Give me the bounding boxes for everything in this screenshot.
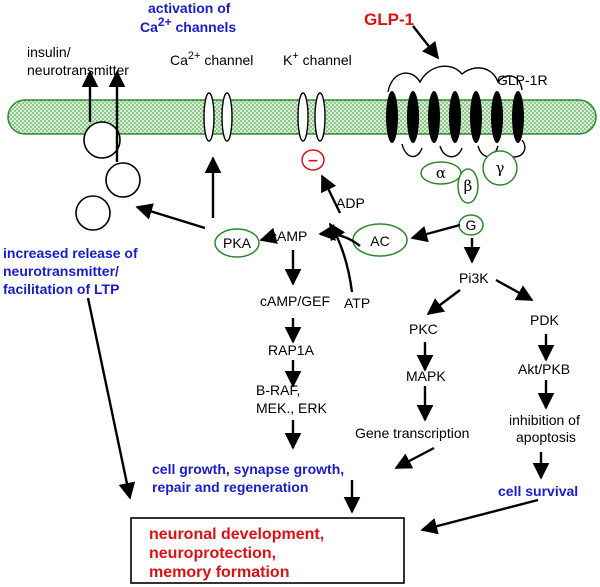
activation-ca-label-line2: Ca2+ channels (140, 15, 236, 35)
g-alpha-label: α (436, 164, 446, 182)
glp1-ligand-label: GLP-1 (364, 10, 414, 29)
inhibition-apoptosis-line2: apoptosis (516, 429, 576, 445)
activation-ca-label-line1: activation of (148, 0, 231, 16)
outcome-box (130, 517, 405, 584)
g-protein-label: G (466, 217, 477, 233)
pka-label: PKA (223, 235, 252, 251)
cell-survival-label: cell survival (498, 483, 578, 499)
vesicle (83, 121, 121, 159)
insulin-label-line2: neurotransmitter (27, 62, 129, 78)
g-gamma-label: γ (496, 159, 505, 177)
pka-node (214, 228, 260, 258)
inhibition-symbol: − (307, 153, 319, 169)
insulin-label-line1: insulin/ (27, 44, 71, 60)
braf-label-line2: MEK., ERK (256, 400, 327, 416)
mapk-label: MAPK (406, 368, 446, 384)
k-channel-label: K+ channel (283, 50, 352, 68)
rap1a-label: RAP1A (268, 342, 315, 358)
braf-label-line1: B-RAF, (256, 382, 300, 398)
increased-release-line1: increased release of (3, 245, 138, 261)
cell-growth-line1: cell growth, synapse growth, (152, 461, 344, 477)
ac-label: AC (370, 233, 389, 249)
increased-release-line2: neurotransmitter/ (3, 263, 119, 279)
inhibition-apoptosis-line1: inhibition of (509, 412, 580, 428)
inhibition-node (301, 149, 325, 171)
potassium-channel (297, 92, 326, 142)
gene-transcription-label: Gene transcription (355, 425, 469, 441)
vesicle (75, 195, 111, 231)
g-beta-label: β (464, 177, 473, 195)
pathway-arrows (81, 25, 555, 535)
pi3k-label: Pi3K (459, 270, 489, 286)
camp-gef-label: cAMP/GEF (260, 293, 330, 309)
vesicle (105, 162, 141, 198)
adp-label: ADP (336, 195, 365, 211)
ca-channel-label: Ca2+ channel (170, 50, 253, 68)
outcome-line3: memory formation (149, 564, 289, 581)
cell-growth-line2: repair and regeneration (152, 479, 308, 495)
glp1-receptor-label: GLP-1R (497, 72, 548, 88)
akt-pkb-label: Akt/PKB (518, 361, 570, 377)
outcome-line2: neuroprotection, (149, 545, 276, 562)
pkc-label: PKC (409, 321, 438, 337)
outcome-line1: neuronal development, (149, 526, 324, 543)
g-gamma-subunit (482, 150, 518, 186)
pdk-label: PDK (530, 312, 559, 328)
increased-release-line3: facilitation of LTP (3, 281, 119, 297)
calcium-channel (203, 92, 233, 142)
glp1-receptor (386, 65, 526, 158)
camp-label: cAMP (270, 228, 307, 244)
atp-label: ATP (344, 295, 370, 311)
g-beta-subunit (457, 168, 479, 204)
